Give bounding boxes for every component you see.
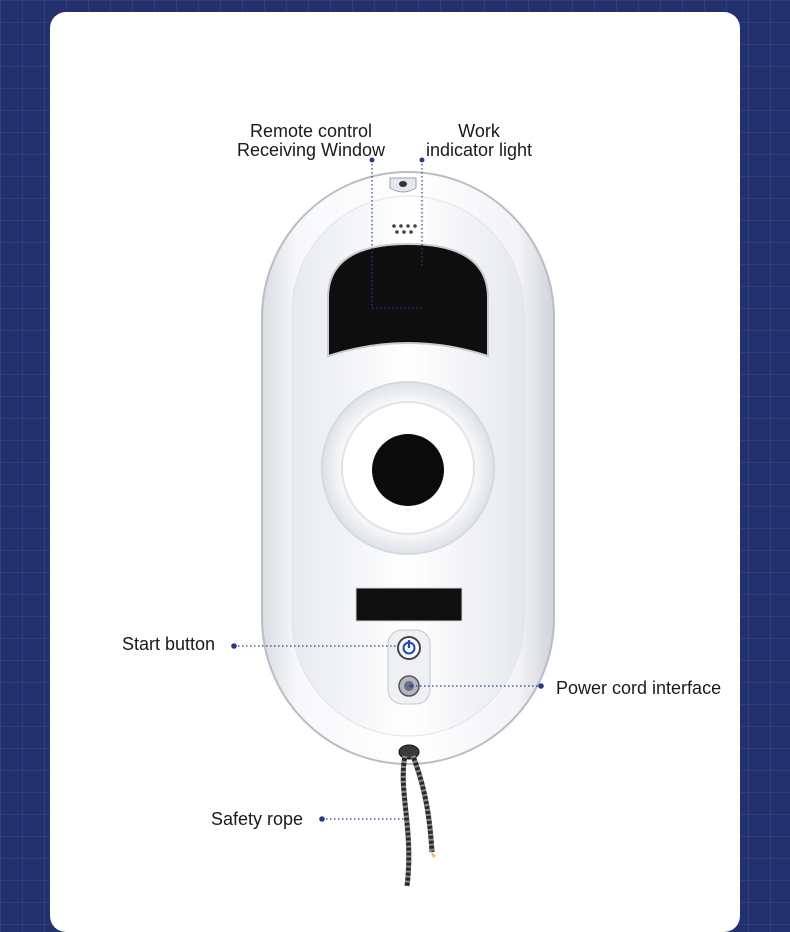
power-cord-label: Power cord interface (556, 678, 722, 698)
center-sensor (372, 434, 444, 506)
safety-rope-label: Safety rope (211, 809, 304, 829)
start-button-label: Start button (122, 634, 216, 654)
indicator-dots-icon (392, 224, 417, 234)
work-indicator-label: Work indicator light (414, 122, 544, 160)
rope-anchor (398, 744, 420, 760)
leader-dots (231, 157, 544, 822)
work-indicator-line2: indicator light (425, 140, 533, 160)
power-port-icon (398, 675, 420, 697)
leader-lines (234, 160, 538, 820)
remote-control-label: Remote control Receiving Window (222, 122, 400, 160)
receiving-window (327, 242, 489, 358)
work-indicator-line1: Work (458, 121, 500, 141)
power-icon (397, 636, 421, 660)
display-panel (355, 587, 463, 622)
safety-rope-icon (400, 755, 436, 887)
remote-control-line1: Remote control (249, 121, 373, 141)
remote-control-line2: Receiving Window (236, 140, 386, 160)
